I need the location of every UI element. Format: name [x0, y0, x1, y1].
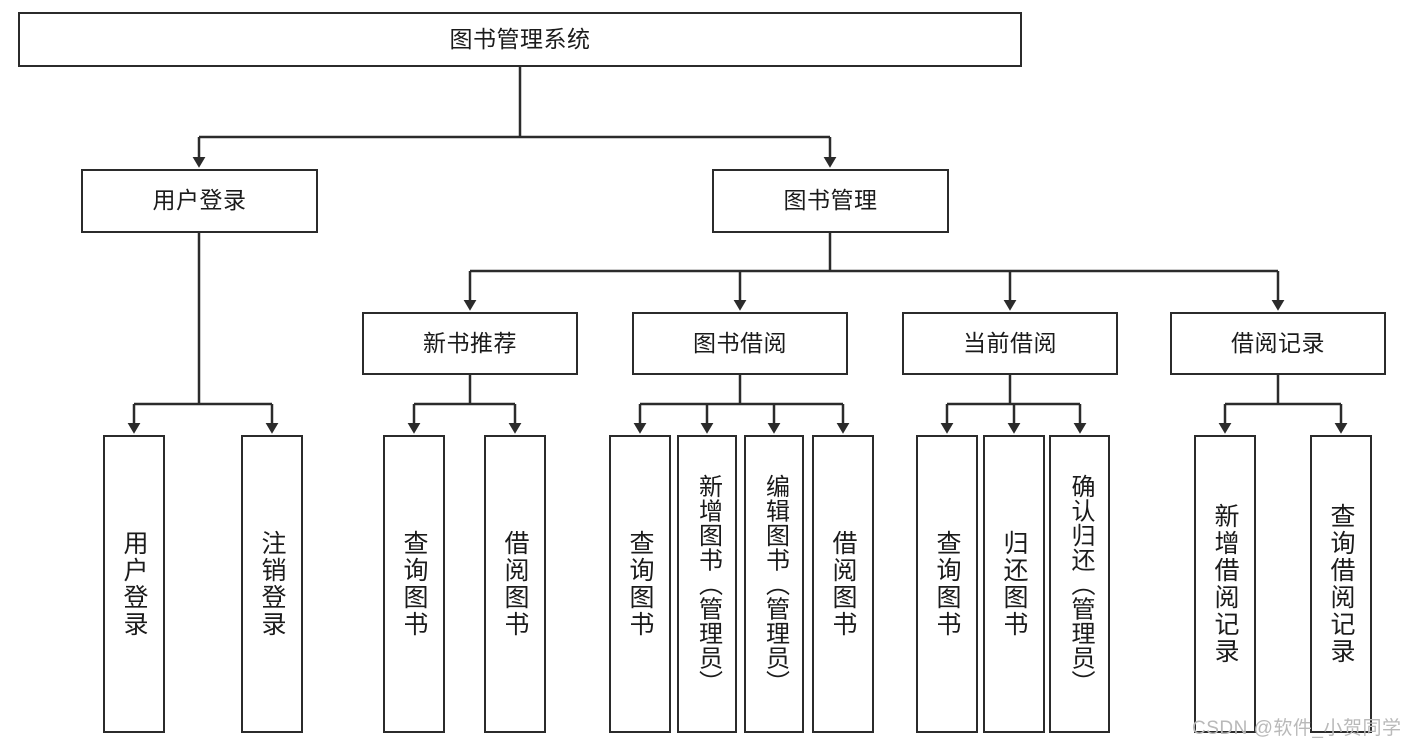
- node-current-borrow[interactable]: 当前借阅: [902, 312, 1118, 375]
- node-label: 图书管理: [783, 187, 878, 214]
- node-leaf-logout[interactable]: 注销登录: [241, 435, 303, 733]
- node-leaf-query-book-recommend[interactable]: 查询图书: [383, 435, 445, 733]
- node-leaf-query-book-current[interactable]: 查询图书: [916, 435, 978, 733]
- node-label: 图书借阅: [693, 329, 787, 356]
- node-label: 借阅图书: [829, 530, 857, 638]
- node-leaf-edit-book[interactable]: 编辑图书（管理员）: [744, 435, 804, 733]
- node-leaf-confirm-return[interactable]: 确认归还（管理员）: [1049, 435, 1110, 733]
- node-borrow-record[interactable]: 借阅记录: [1170, 312, 1386, 375]
- node-label: 图书管理系统: [449, 25, 591, 52]
- node-leaf-user-login[interactable]: 用户登录: [103, 435, 165, 733]
- node-leaf-borrow-book-borrow[interactable]: 借阅图书: [812, 435, 874, 733]
- node-label: 归还图书: [1000, 530, 1028, 638]
- node-label: 新增借阅记录: [1211, 503, 1239, 665]
- node-label: 查询图书: [626, 530, 654, 638]
- node-leaf-borrow-book-recommend[interactable]: 借阅图书: [484, 435, 546, 733]
- node-leaf-add-borrow-record[interactable]: 新增借阅记录: [1194, 435, 1256, 733]
- node-label: 确认归还（管理员）: [1066, 473, 1094, 695]
- node-leaf-return-book[interactable]: 归还图书: [983, 435, 1045, 733]
- node-label: 借阅记录: [1231, 329, 1325, 356]
- node-label: 查询图书: [400, 530, 428, 638]
- node-label: 查询图书: [933, 530, 961, 638]
- node-label: 注销登录: [258, 530, 286, 638]
- node-leaf-query-borrow-record[interactable]: 查询借阅记录: [1310, 435, 1372, 733]
- node-label: 新书推荐: [423, 329, 517, 356]
- node-label: 编辑图书（管理员）: [761, 473, 789, 695]
- node-label: 用户登录: [120, 530, 148, 638]
- node-new-book-recommend[interactable]: 新书推荐: [362, 312, 578, 375]
- node-book-management[interactable]: 图书管理: [712, 169, 949, 233]
- node-user-login[interactable]: 用户登录: [81, 169, 318, 233]
- node-root-book-management-system[interactable]: 图书管理系统: [18, 12, 1022, 67]
- node-leaf-add-book[interactable]: 新增图书（管理员）: [677, 435, 737, 733]
- node-leaf-query-book-borrow[interactable]: 查询图书: [609, 435, 671, 733]
- node-label: 用户登录: [152, 187, 247, 214]
- node-label: 当前借阅: [963, 329, 1057, 356]
- node-label: 借阅图书: [501, 530, 529, 638]
- node-label: 新增图书（管理员）: [694, 473, 722, 695]
- node-label: 查询借阅记录: [1327, 503, 1355, 665]
- node-book-borrow[interactable]: 图书借阅: [632, 312, 848, 375]
